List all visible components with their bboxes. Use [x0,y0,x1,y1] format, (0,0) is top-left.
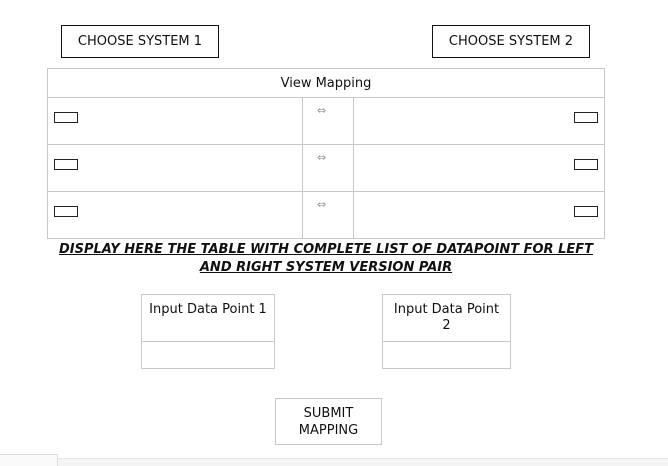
left-system-checkbox[interactable] [54,112,78,123]
submit-mapping-button[interactable]: SUBMIT MAPPING [275,398,382,445]
choose-system-1-button[interactable]: CHOOSE SYSTEM 1 [61,25,219,58]
input-data-point-1-label: Input Data Point 1 [142,295,274,342]
right-system-checkbox[interactable] [574,159,598,170]
bidirectional-arrow-icon: ⇔ [317,198,327,211]
column-divider [353,98,354,238]
input-data-point-2-field[interactable] [383,342,510,369]
bottom-tab [0,454,58,466]
input-data-point-1-field[interactable] [142,342,274,369]
view-mapping-header: View Mapping [48,69,604,98]
right-system-checkbox[interactable] [574,206,598,217]
view-mapping-table: View Mapping ⇔ ⇔ ⇔ [47,68,605,239]
mapping-row: ⇔ [48,192,604,239]
left-system-checkbox[interactable] [54,206,78,217]
input-data-point-1-box: Input Data Point 1 [141,294,275,369]
right-system-checkbox[interactable] [574,112,598,123]
input-data-point-2-label: Input Data Point 2 [383,295,510,342]
bottom-scroll-strip [0,458,668,466]
left-system-checkbox[interactable] [54,159,78,170]
choose-system-2-button[interactable]: CHOOSE SYSTEM 2 [432,25,590,58]
mapping-row: ⇔ [48,145,604,192]
bidirectional-arrow-icon: ⇔ [317,151,327,164]
mapping-row: ⇔ [48,98,604,145]
bidirectional-arrow-icon: ⇔ [317,104,327,117]
display-table-note: DISPLAY HERE THE TABLE WITH COMPLETE LIS… [58,242,594,275]
column-divider [302,98,303,238]
input-data-point-2-box: Input Data Point 2 [382,294,511,369]
